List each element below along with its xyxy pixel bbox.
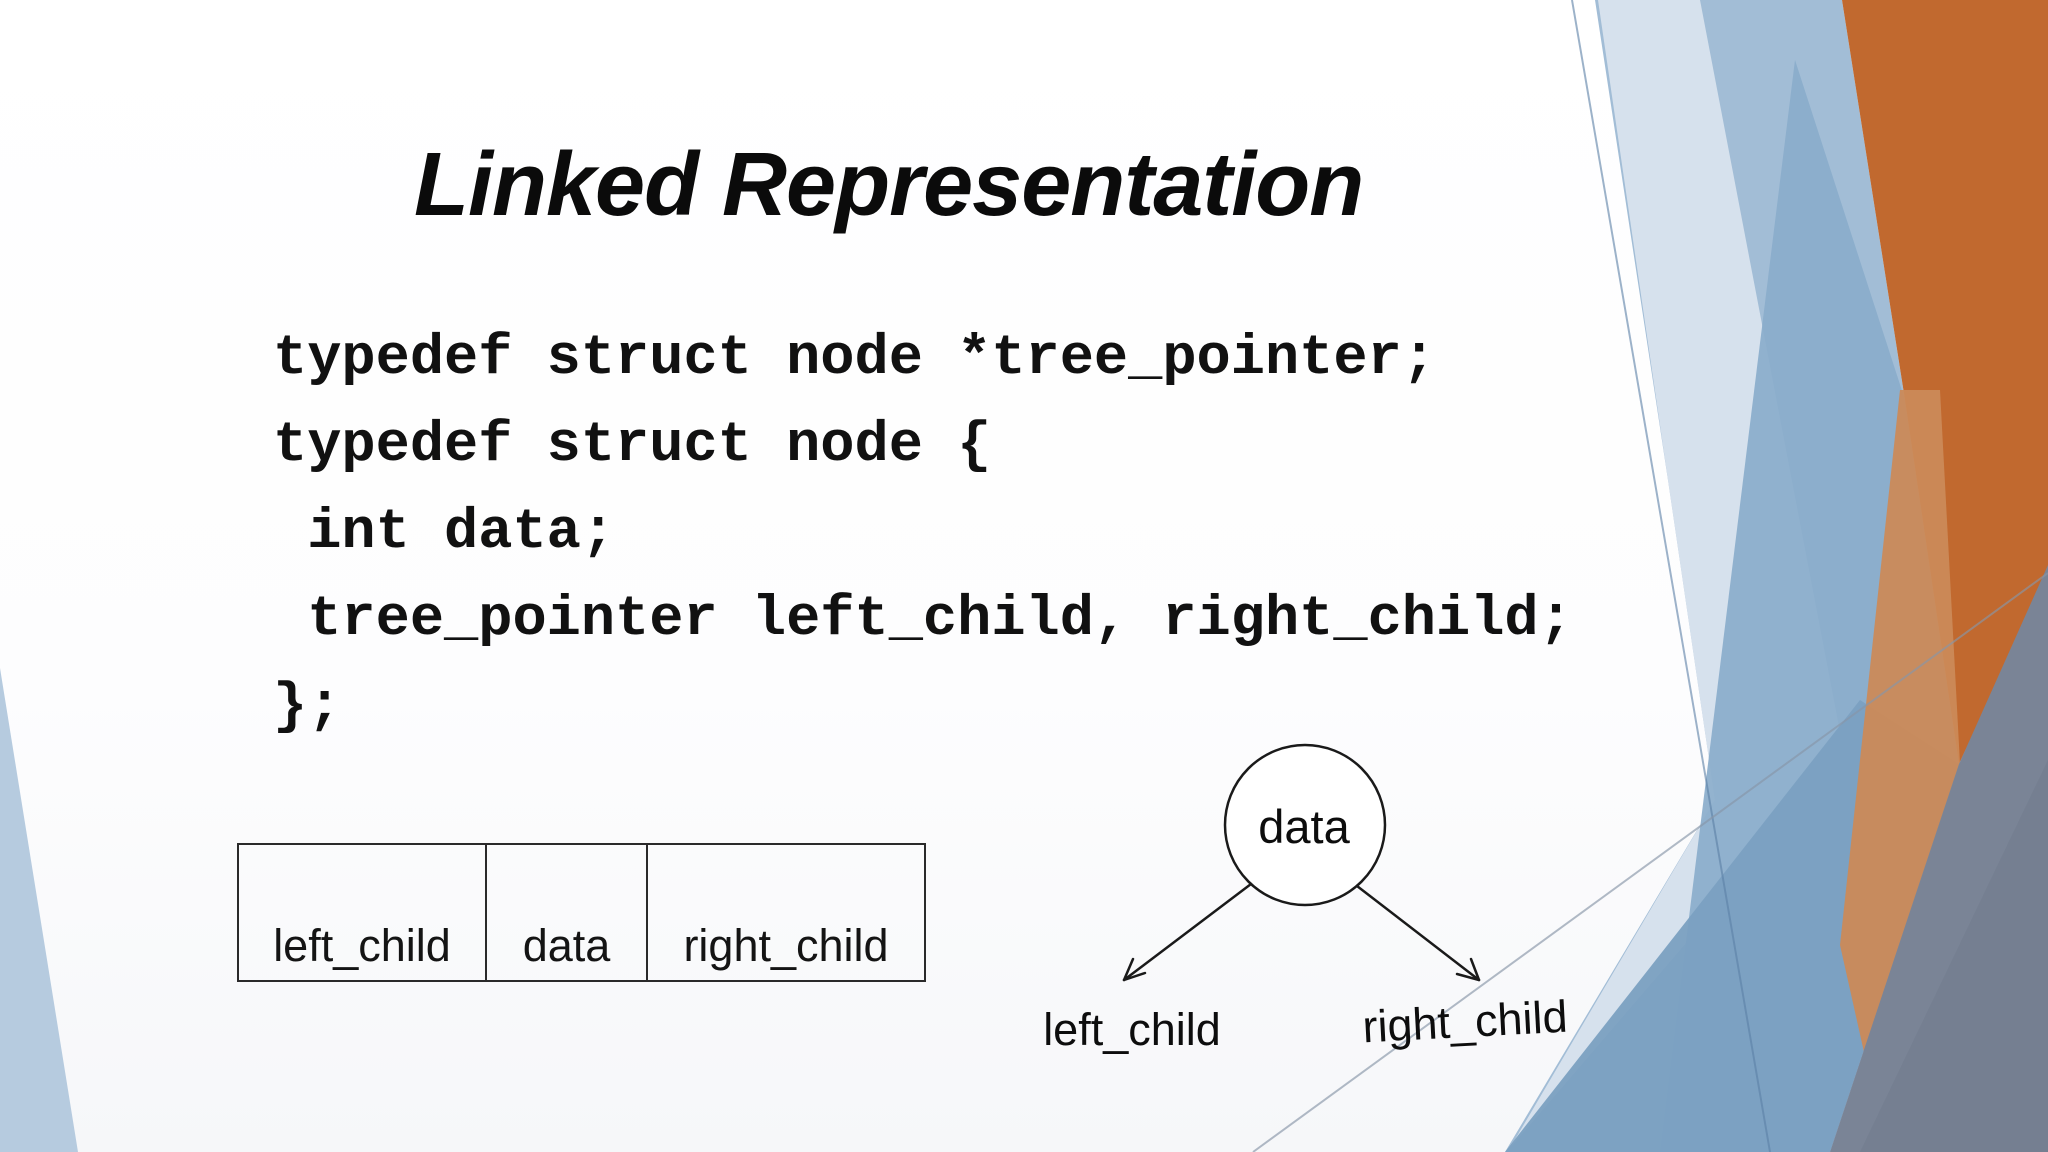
code-line: typedef struct node {: [273, 414, 992, 478]
decor-thin-line-diagonal: [1252, 572, 2048, 1152]
decor-gray-triangle: [1830, 565, 2048, 1152]
code-line: tree_pointer left_child, right_child;: [273, 588, 1573, 652]
slide-title: Linked Representation: [414, 135, 1364, 235]
right-child-arrow: [1355, 884, 1481, 982]
decor-corner-wedge: [0, 668, 78, 1152]
table-cell-left-child: left_child: [239, 845, 487, 980]
decor-light-orange-band: [1840, 390, 1960, 1070]
decor-thin-line-vertical: [1571, 0, 1771, 1152]
code-block: typedef struct node *tree_pointer; typed…: [273, 316, 1573, 751]
node-struct-table: left_child data right_child: [237, 843, 926, 982]
table-cell-right-child: right_child: [683, 920, 889, 971]
code-line: typedef struct node *tree_pointer;: [273, 327, 1436, 391]
code-line: };: [273, 675, 342, 739]
code-line: int data;: [273, 501, 616, 565]
decor-gray-dark-overlay: [1860, 760, 2048, 1152]
tree-root-node-circle: [1223, 743, 1387, 907]
tree-left-child-label: left_child: [1043, 1004, 1221, 1055]
tree-root-label: data: [1258, 800, 1350, 853]
decor-orange-triangle: [1842, 0, 2048, 764]
left-child-arrow: [1122, 882, 1253, 982]
table-cell-data: data: [487, 845, 648, 980]
